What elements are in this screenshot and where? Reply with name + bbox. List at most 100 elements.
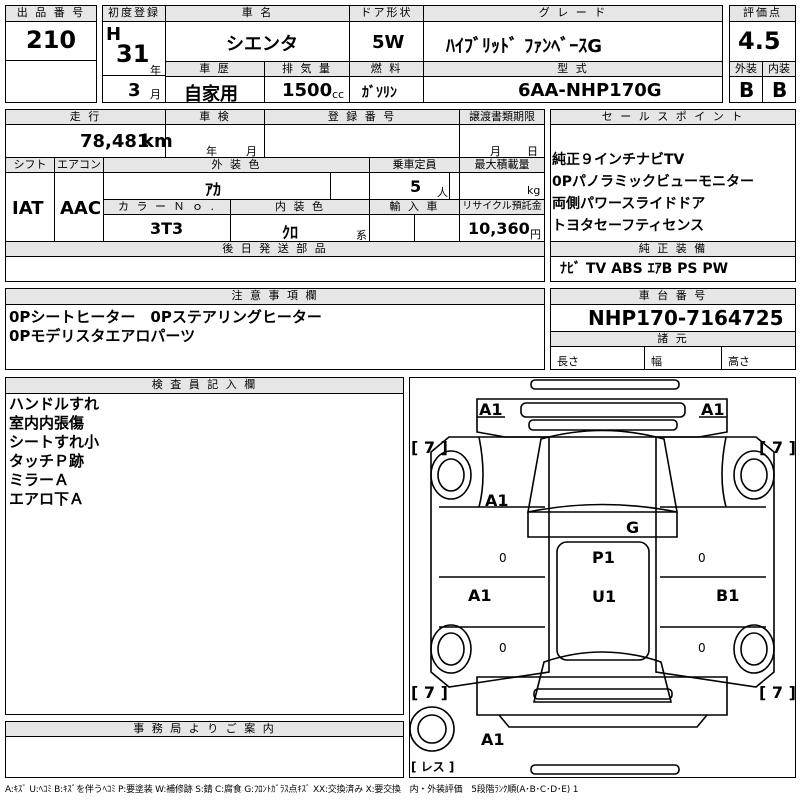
door-value: 5W <box>372 32 405 53</box>
shift-header: シフト <box>5 157 55 173</box>
model-code-header: 型 式 <box>423 61 723 77</box>
diagram-left-rear-tire: [ 7 ] <box>411 683 448 702</box>
aircon-header: エアコン <box>54 157 104 173</box>
recycle-value: 10,360 <box>468 219 530 238</box>
inspector-note-4: タッチＰ跡 <box>9 452 85 470</box>
interior-header: 内装 <box>762 61 796 77</box>
displacement-unit: cc <box>332 88 345 101</box>
capacity-header: 乗車定員 <box>369 157 460 173</box>
era-value: H <box>106 24 122 45</box>
score-value: 4.5 <box>738 27 781 55</box>
office-header: 事 務 局 よ り ご 案 内 <box>5 721 404 737</box>
chassis-no-value: NHP170-7164725 <box>588 306 784 330</box>
diagram-right-rear-tire: [ 7 ] <box>759 683 796 702</box>
diagram-zero-right-1: 0 <box>698 551 706 565</box>
diagram-right-rear-door: B1 <box>716 586 739 605</box>
interior-grade-cell <box>762 76 796 103</box>
sales-point-4: トヨタセーフティセンス <box>552 218 705 234</box>
diagram-rear-bumper: A1 <box>481 730 505 749</box>
diagram-zero-right-2: 0 <box>698 641 706 655</box>
spec-width-label: 幅 <box>651 355 662 368</box>
legend-text: A:ｷｽﾞ U:ﾍｺﾐ B:ｷｽﾞを伴うﾍｺﾐ P:要塗装 W:補修跡 S:錆 … <box>5 785 579 795</box>
int-color-suffix: 系 <box>356 229 367 242</box>
later-parts-cell <box>5 256 545 282</box>
notes-cell <box>5 304 545 370</box>
sales-points-header: セ ー ル ス ポ イ ン ト <box>550 109 796 125</box>
car-diagram: A1 A1 [ 7 ] [ 7 ] A1 G P1 A1 U1 B1 [ 7 ]… <box>409 379 796 775</box>
grade-header: グ レ ー ド <box>423 5 723 22</box>
int-color-value: ｸﾛ <box>282 223 299 242</box>
import-header: 輸 入 車 <box>369 199 460 215</box>
mileage-header: 走 行 <box>5 109 166 125</box>
month-unit: 月 <box>150 88 161 101</box>
history-header: 車 歴 <box>165 61 265 77</box>
notes-line-2: 0Pモデリスタエアロパーツ <box>9 327 196 345</box>
int-color-cell <box>230 214 370 242</box>
import-cell-2 <box>414 214 460 242</box>
reg-no-header: 登 録 番 号 <box>264 109 460 125</box>
color-no-header: カ ラ ー Ｎ ｏ . <box>103 199 231 215</box>
mileage-value: 78,481 <box>80 131 150 152</box>
car-name-value: シエンタ <box>226 34 298 55</box>
month-value: 3 <box>128 80 141 101</box>
fuel-header: 燃 料 <box>349 61 424 77</box>
inspection-header: 車 検 <box>165 109 265 125</box>
import-cell <box>369 214 415 242</box>
lot-no-value: 210 <box>26 26 77 54</box>
diagram-fr-bumper: A1 <box>701 400 725 419</box>
sales-point-3: 両側パワースライドドア <box>552 196 706 212</box>
genuine-equip-value: ﾅﾋﾞ TV ABS ｴｱB PS PW <box>560 261 729 277</box>
year-value: 31 <box>116 40 150 68</box>
chassis-no-header: 車 台 番 号 <box>550 288 796 305</box>
notes-header: 注 意 事 項 欄 <box>5 288 545 305</box>
genuine-equip-header: 純 正 装 備 <box>550 241 796 257</box>
sales-point-1: 純正９インチナビTV <box>552 152 685 168</box>
grade-value: ﾊｲﾌﾞﾘｯﾄﾞ ﾌｧﾝﾍﾞｰｽG <box>446 36 603 57</box>
diagram-glass: G <box>626 518 639 537</box>
inspector-note-2: 室内内張傷 <box>9 414 85 432</box>
diagram-spare: [ レス ] <box>411 760 454 774</box>
capacity-unit: 人 <box>437 186 448 199</box>
car-diagram-frame <box>409 377 796 778</box>
inspector-note-3: シートすれ小 <box>9 433 100 451</box>
inspector-cell <box>5 393 404 715</box>
transfer-month-unit: 月 <box>490 145 501 158</box>
max-load-header: 最大積載量 <box>459 157 545 173</box>
ext-color-header: 外 装 色 <box>103 157 370 173</box>
transfer-day-unit: 日 <box>527 145 538 158</box>
diagram-roof: P1 <box>592 548 615 567</box>
inspector-note-5: ミラーＡ <box>9 471 70 489</box>
sales-point-2: 0Pパノラミックビューモニター <box>552 174 755 190</box>
genuine-equip-cell <box>550 256 796 282</box>
recycle-header: リサイクル預託金 <box>459 199 545 215</box>
inspector-header: 検 査 員 記 入 欄 <box>5 377 404 394</box>
year-unit: 年 <box>150 64 161 77</box>
model-code-cell <box>423 76 723 103</box>
recycle-unit: 円 <box>530 228 541 241</box>
color-no-value: 3T3 <box>150 219 184 238</box>
car-name-header: 車 名 <box>165 5 350 22</box>
diagram-zero-left-1: 0 <box>499 551 507 565</box>
reg-no-cell <box>264 124 460 158</box>
int-color-header: 内 装 色 <box>230 199 370 215</box>
spec-height-label: 高さ <box>728 355 750 368</box>
ext-color-cell-2 <box>330 172 370 200</box>
diagram-left-rear-door: A1 <box>468 586 492 605</box>
inspection-year-unit: 年 <box>206 145 217 158</box>
diagram-left-front-door: A1 <box>485 491 509 510</box>
aircon-value: AAC <box>60 198 102 219</box>
first-reg-header: 初度登録 <box>102 5 166 22</box>
diagram-right-front-tire: [ 7 ] <box>759 438 796 457</box>
diagram-left-front-tire: [ 7 ] <box>411 438 448 457</box>
spec-height-cell <box>721 346 796 370</box>
inspector-note-6: エアロ下Ａ <box>9 490 85 508</box>
inspector-note-1: ハンドルすれ <box>9 395 100 413</box>
interior-grade-value: B <box>772 78 788 102</box>
diagram-zero-left-2: 0 <box>499 641 507 655</box>
door-header: ドア形状 <box>349 5 424 22</box>
later-parts-header: 後 日 発 送 部 品 <box>5 241 545 257</box>
max-load-unit: kg <box>527 184 541 197</box>
shift-value: IAT <box>12 198 44 219</box>
lot-no-header: 出 品 番 号 <box>5 5 97 22</box>
fuel-value: ｶﾞｿﾘﾝ <box>362 85 397 101</box>
